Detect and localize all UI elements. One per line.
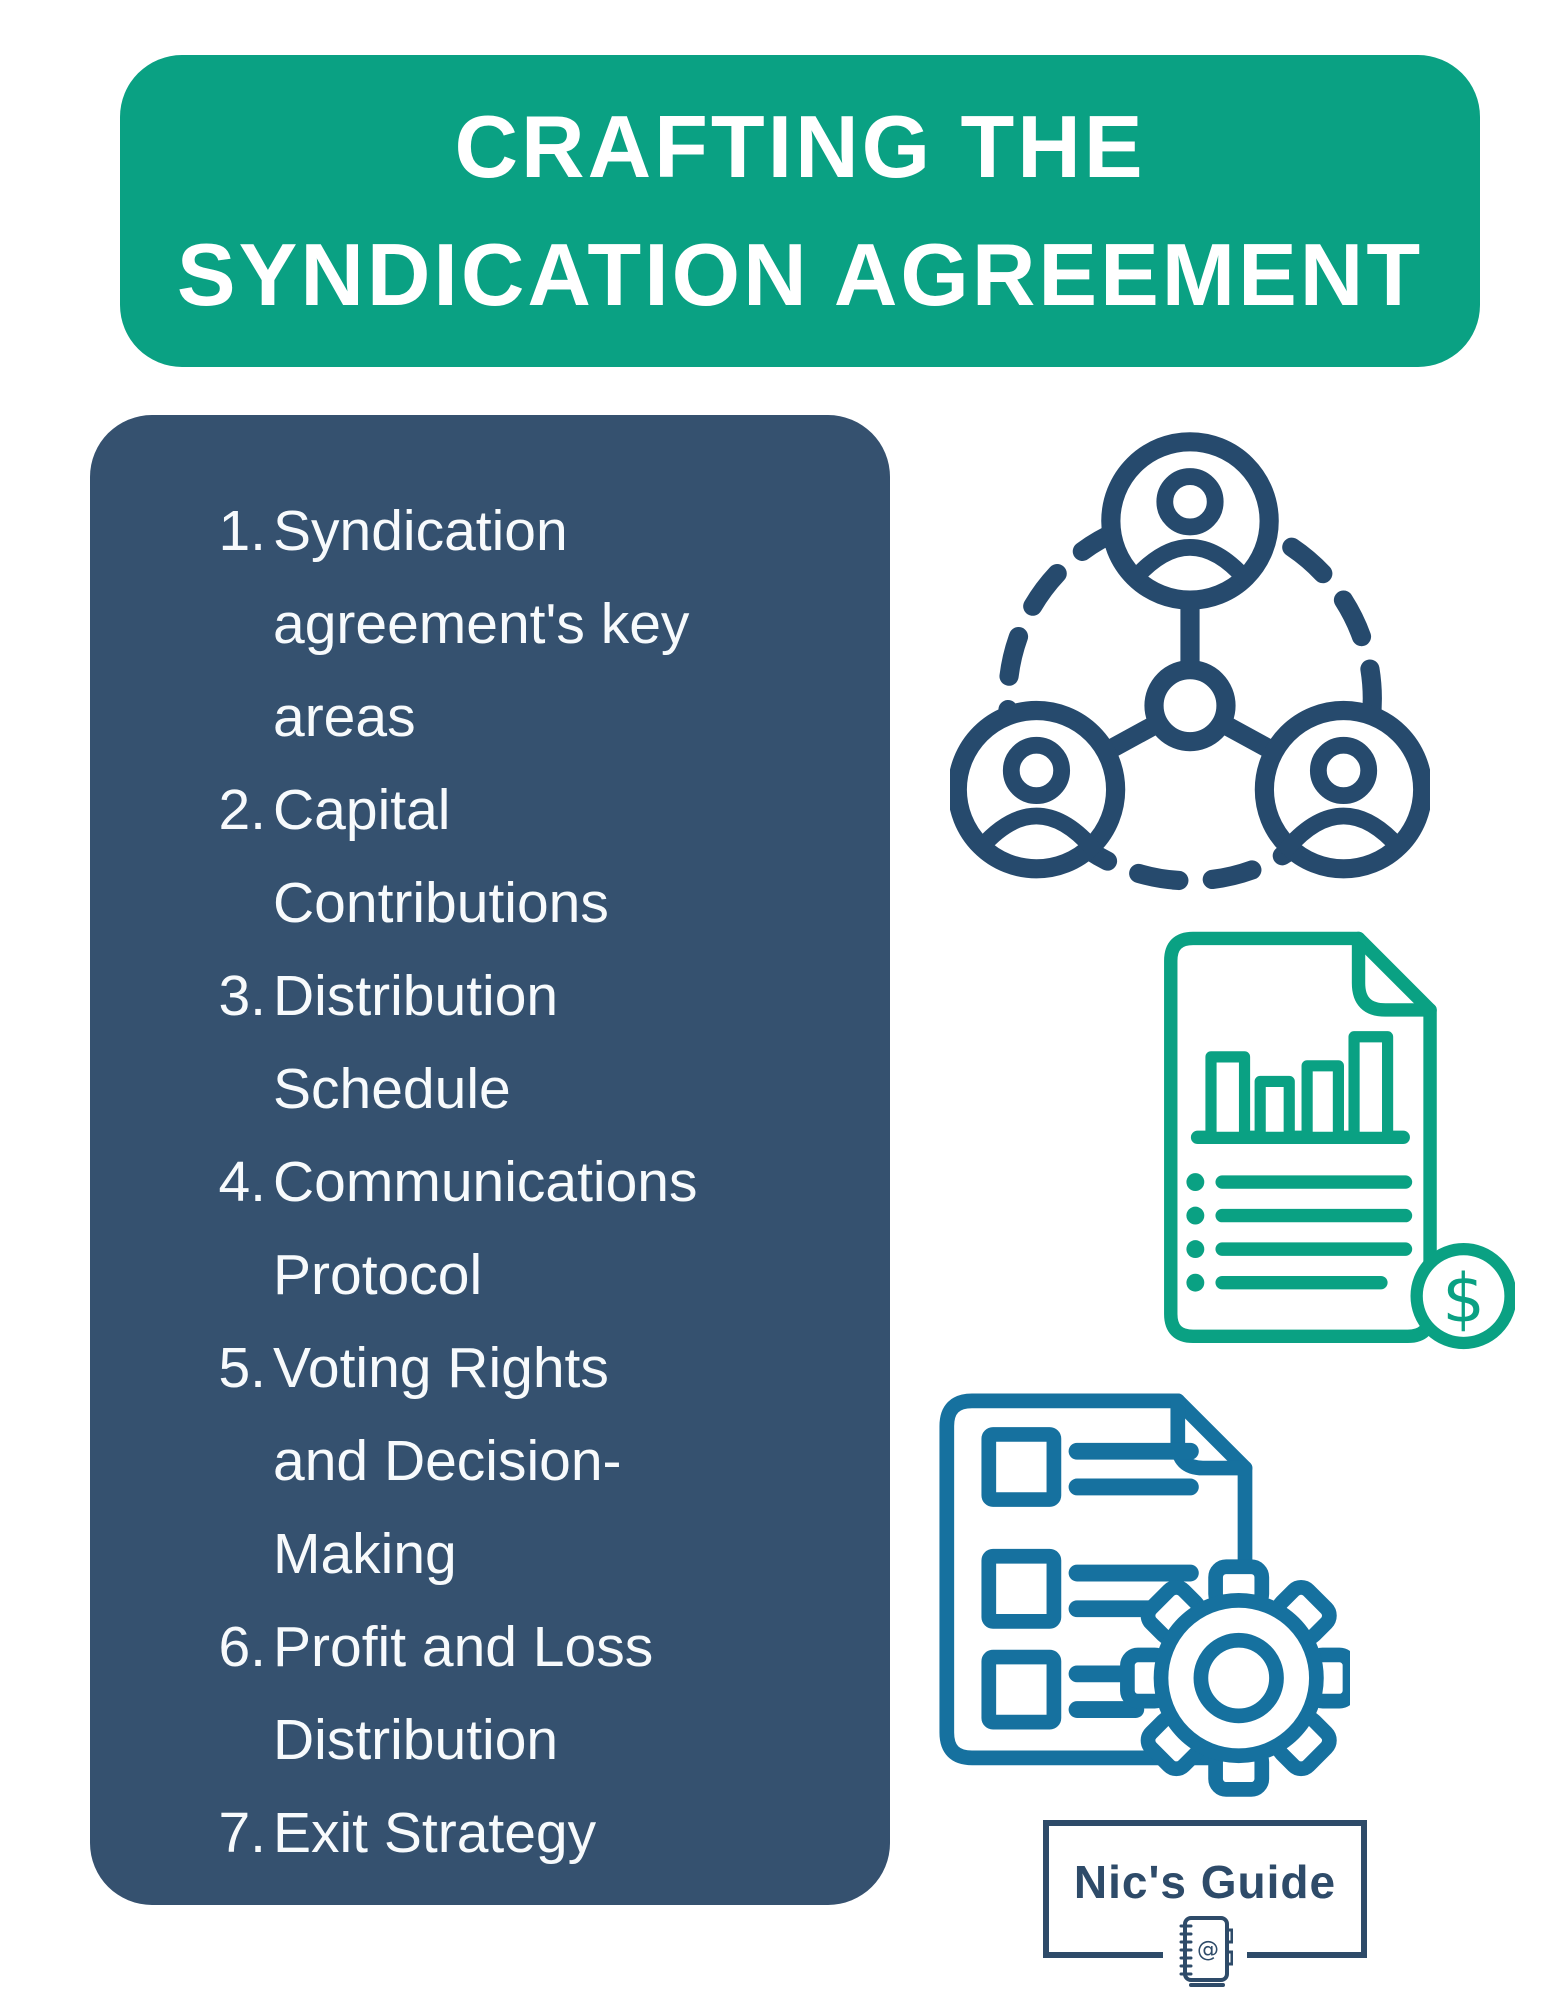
list-item-text: Exit Strategy (273, 1801, 597, 1865)
list-item-number: 2. (218, 778, 266, 842)
list-item: 6. Profit and Loss Distribution (178, 1601, 890, 1787)
list-item: 2. Capital Contributions (178, 764, 890, 950)
list-item: 4. Communications Protocol (178, 1136, 890, 1322)
financial-report-icon: $ (1135, 928, 1517, 1383)
list-item-number: 1. (218, 499, 266, 563)
key-areas-panel: 1. Syndication agreement's key areas 2. … (90, 415, 890, 1905)
list-item: 7. Exit Strategy (178, 1787, 890, 1880)
list-item-number: 4. (218, 1150, 266, 1214)
title-line-1: CRAFTING THE (454, 97, 1146, 196)
badge-label: Nic's Guide (1073, 1856, 1337, 1908)
list-item: 3. Distribution Schedule (178, 950, 890, 1136)
list-item-text: Profit and Loss Distribution (273, 1615, 654, 1772)
list-item-number: 5. (218, 1336, 266, 1400)
list-item: 1. Syndication agreement's key areas (178, 485, 890, 764)
list-item-text: Syndication agreement's key areas (273, 499, 690, 749)
dollar-symbol: $ (1442, 1259, 1485, 1337)
key-areas-list: 1. Syndication agreement's key areas 2. … (90, 415, 890, 1880)
list-item-number: 7. (218, 1801, 266, 1865)
list-item: 5. Voting Rights and Decision- Making (178, 1322, 890, 1601)
list-item-text: Voting Rights and Decision- Making (273, 1336, 622, 1586)
list-item-text: Distribution Schedule (273, 964, 559, 1121)
title-banner: CRAFTING THE SYNDICATION AGREEMENT (120, 55, 1480, 367)
list-item-text: Communications Protocol (273, 1150, 698, 1307)
list-item-text: Capital Contributions (273, 778, 609, 935)
address-book-icon: @ (1163, 1916, 1247, 1988)
checklist-gear-icon (930, 1388, 1358, 1803)
author-badge: Nic's Guide @ (1043, 1820, 1367, 1988)
list-item-number: 3. (218, 964, 266, 1028)
list-item-number: 6. (218, 1615, 266, 1679)
at-symbol: @ (1197, 1938, 1219, 1963)
partners-network-icon (947, 425, 1433, 905)
title-line-2: SYNDICATION AGREEMENT (176, 225, 1424, 324)
